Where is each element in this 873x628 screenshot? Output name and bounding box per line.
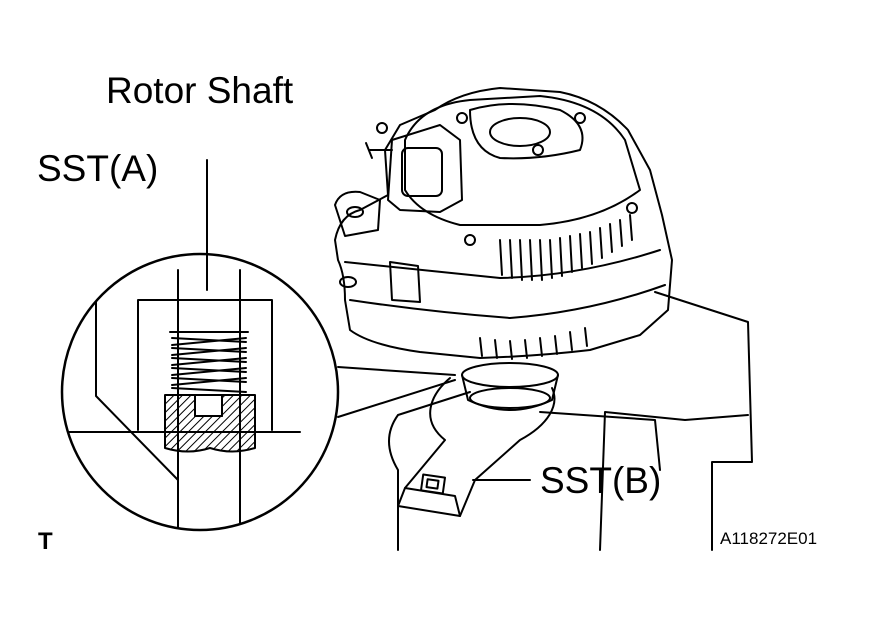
vise <box>388 291 753 551</box>
detail-circle <box>60 159 340 532</box>
sst-a-label: SST(A) <box>37 148 159 189</box>
rotor-shaft-label: Rotor Shaft <box>106 70 294 111</box>
pulley <box>461 362 559 411</box>
figure-code-label: A118272E01 <box>720 529 818 548</box>
alternator <box>334 87 673 360</box>
sst-b-label: SST(B) <box>540 460 662 501</box>
cooling-fins <box>499 214 633 281</box>
corner-mark-label: T <box>38 528 53 555</box>
shaft-threads <box>169 331 249 393</box>
callout-leaders <box>337 366 531 481</box>
sst-b-wrench <box>397 377 556 517</box>
